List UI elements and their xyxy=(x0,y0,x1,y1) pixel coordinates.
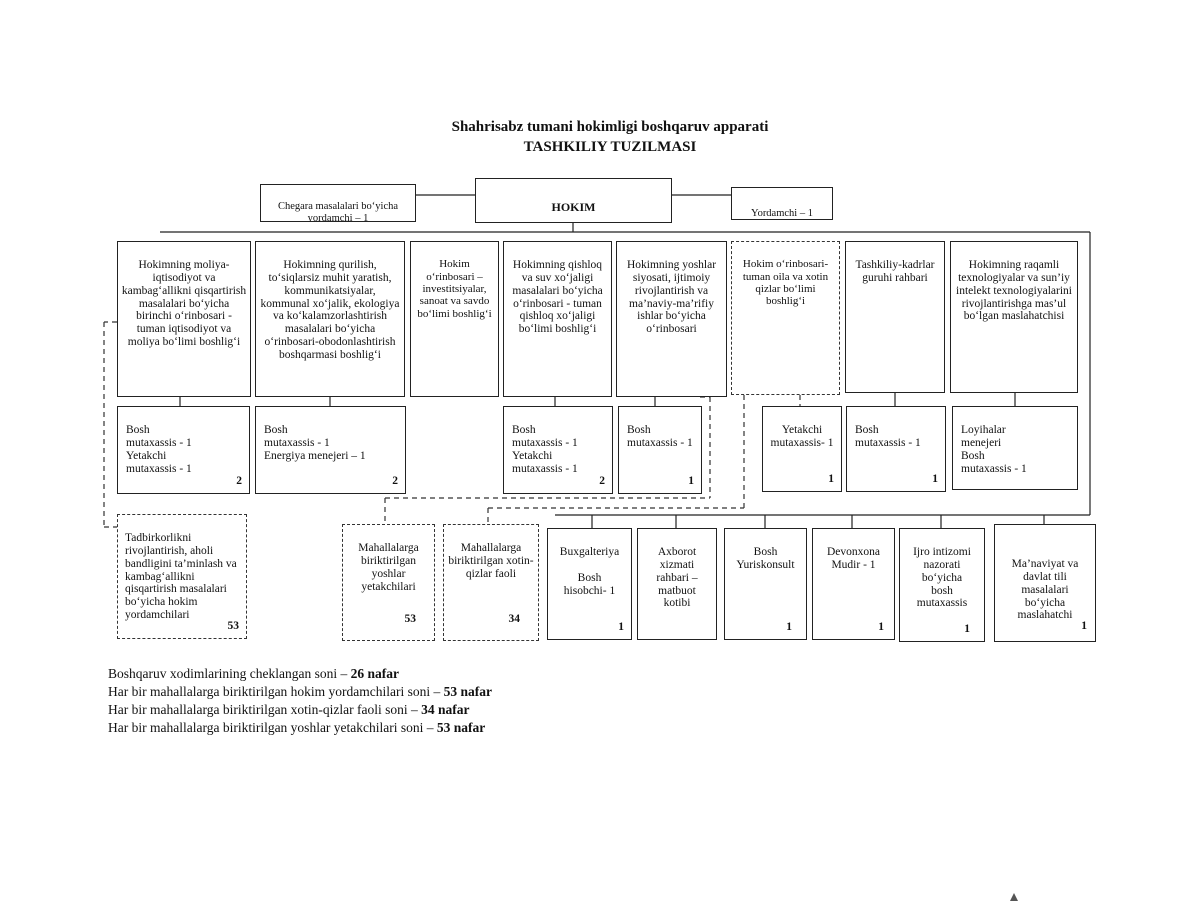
note-value: 53 nafar xyxy=(443,683,493,699)
construction-staff-box: Bosh mutaxassis - 1 Energiya menejeri – … xyxy=(255,406,406,494)
spirituality-adviser-label: Ma’naviyat va davlat tili masalalari bo‘… xyxy=(1011,557,1079,622)
note-text: Har bir mahallalarga biriktirilgan xotin… xyxy=(108,701,422,717)
registry-label: Devonxona Mudir - 1 xyxy=(826,545,880,571)
women-activists-count: 34 xyxy=(508,613,521,626)
youth-staff-label: Bosh mutaxassis - 1 xyxy=(627,423,693,449)
accounting-label: Buxgalteriya Bosh hisobchi- 1 xyxy=(559,545,620,597)
deputy-youth-label: Hokimning yoshlar siyosati, ijtimoiy riv… xyxy=(626,258,717,336)
mahalla-assistants-box: Tadbirkorlikni rivojlantirish, aholi ban… xyxy=(117,514,247,639)
deputy-finance-box: Hokimning moliya-iqtisodiyot va kambag‘a… xyxy=(117,241,251,397)
deputy-family-label: Hokim o‘rinbosari-tuman oila va xotin qi… xyxy=(742,258,829,308)
youth-staff-box: Bosh mutaxassis - 1 1 xyxy=(618,406,702,494)
deputy-youth-box: Hokimning yoshlar siyosati, ijtimoiy riv… xyxy=(616,241,727,397)
women-activists-box: Mahallalarga biriktirilgan xotin-qizlar … xyxy=(443,524,539,641)
personnel-head-label: Tashkiliy-kadrlar guruhi rahbari xyxy=(855,258,935,284)
digital-adviser-box: Hokimning raqamli texnologiyalar va sun’… xyxy=(950,241,1078,393)
note-text: Har bir mahallalarga biriktirilgan yoshl… xyxy=(108,719,437,735)
note-line: Boshqaruv xodimlarining cheklangan soni … xyxy=(108,665,492,683)
accounting-box: Buxgalteriya Bosh hisobchi- 1 1 xyxy=(547,528,632,640)
note-text: Har bir mahallalarga biriktirilgan hokim… xyxy=(108,683,444,699)
chegara-assistant-box: Chegara masalalari bo‘yicha yordamchi – … xyxy=(260,184,416,222)
deputy-construction-box: Hokimning qurilish, to‘siqlarsiz muhit y… xyxy=(255,241,405,397)
digital-adviser-label: Hokimning raqamli texnologiyalar va sun’… xyxy=(956,258,1072,323)
yordamchi-box: Yordamchi – 1 xyxy=(731,187,833,220)
women-activists-label: Mahallalarga biriktirilgan xotin-qizlar … xyxy=(448,541,534,580)
chegara-assistant-label: Chegara masalalari bo‘yicha yordamchi – … xyxy=(277,200,399,222)
note-line: Har bir mahallalarga biriktirilgan yoshl… xyxy=(108,719,492,737)
note-value: 34 nafar xyxy=(421,701,470,717)
note-line: Har bir mahallalarga biriktirilgan hokim… xyxy=(108,683,492,701)
youth-leaders-box: Mahallalarga biriktirilgan yoshlar yetak… xyxy=(342,524,435,641)
discipline-control-box: Ijro intizomi nazorati bo‘yicha bosh mut… xyxy=(899,528,985,642)
youth-leaders-count: 53 xyxy=(404,613,417,626)
agriculture-staff-label: Bosh mutaxassis - 1 Yetakchi mutaxassis … xyxy=(512,423,578,475)
personnel-staff-box: Bosh mutaxassis - 1 1 xyxy=(846,406,946,492)
spirituality-adviser-box: Ma’naviyat va davlat tili masalalari bo‘… xyxy=(994,524,1096,642)
legal-counsel-box: Bosh Yuriskonsult 1 xyxy=(724,528,807,640)
discipline-control-label: Ijro intizomi nazorati bo‘yicha bosh mut… xyxy=(913,545,971,610)
deputy-finance-label: Hokimning moliya-iqtisodiyot va kambag‘a… xyxy=(121,258,247,349)
summary-notes: Boshqaruv xodimlarining cheklangan soni … xyxy=(108,665,492,737)
youth-leaders-label: Mahallalarga biriktirilgan yoshlar yetak… xyxy=(358,541,419,593)
note-value: 53 nafar xyxy=(436,719,486,735)
family-staff-box: Yetakchi mutaxassis- 1 1 xyxy=(762,406,842,492)
deputy-investment-box: Hokim o‘rinbosari – investitsiyalar, san… xyxy=(410,241,499,397)
registry-box: Devonxona Mudir - 1 1 xyxy=(812,528,895,640)
deputy-agriculture-box: Hokimning qishloq va suv xo‘jaligi masal… xyxy=(503,241,612,397)
accounting-count: 1 xyxy=(618,621,624,634)
note-value: 26 nafar xyxy=(350,666,399,681)
spirituality-adviser-count: 1 xyxy=(1081,620,1087,633)
mouse-cursor-icon xyxy=(1010,893,1018,901)
chart-title-line1: Shahrisabz tumani hokimligi boshqaruv ap… xyxy=(451,119,769,135)
press-service-box: Axborot xizmati rahbari – matbuot kotibi xyxy=(637,528,717,640)
finance-staff-count: 2 xyxy=(236,475,242,488)
yordamchi-label: Yordamchi – 1 xyxy=(751,207,813,219)
youth-staff-count: 1 xyxy=(688,475,694,488)
discipline-control-count: 1 xyxy=(964,623,970,636)
finance-staff-label: Bosh mutaxassis - 1 Yetakchi mutaxassis … xyxy=(126,423,192,475)
agriculture-staff-count: 2 xyxy=(599,475,605,488)
deputy-investment-label: Hokim o‘rinbosari – investitsiyalar, san… xyxy=(417,258,492,320)
finance-staff-box: Bosh mutaxassis - 1 Yetakchi mutaxassis … xyxy=(117,406,250,494)
deputy-family-box: Hokim o‘rinbosari-tuman oila va xotin qi… xyxy=(731,241,840,395)
chart-title: Shahrisabz tumani hokimligi boshqaruv ap… xyxy=(300,118,920,157)
deputy-construction-label: Hokimning qurilish, to‘siqlarsiz muhit y… xyxy=(260,258,400,361)
note-text: Boshqaruv xodimlarining cheklangan soni … xyxy=(108,666,351,681)
legal-counsel-label: Bosh Yuriskonsult xyxy=(736,545,795,571)
chart-title-line2: TASHKILIY TUZILMASI xyxy=(523,138,697,155)
legal-counsel-count: 1 xyxy=(786,621,792,634)
family-staff-count: 1 xyxy=(828,473,834,486)
note-line: Har bir mahallalarga biriktirilgan xotin… xyxy=(108,701,492,719)
construction-staff-label: Bosh mutaxassis - 1 Energiya menejeri – … xyxy=(264,423,366,462)
personnel-head-box: Tashkiliy-kadrlar guruhi rahbari xyxy=(845,241,945,393)
construction-staff-count: 2 xyxy=(392,475,398,488)
digital-staff-box: Loyihalar menejeri Bosh mutaxassis - 1 xyxy=(952,406,1078,490)
mahalla-assistants-count: 53 xyxy=(227,620,240,633)
deputy-agriculture-label: Hokimning qishloq va suv xo‘jaligi masal… xyxy=(512,258,603,336)
mahalla-assistants-label: Tadbirkorlikni rivojlantirish, aholi ban… xyxy=(125,531,237,622)
digital-staff-label: Loyihalar menejeri Bosh mutaxassis - 1 xyxy=(961,423,1027,475)
family-staff-label: Yetakchi mutaxassis- 1 xyxy=(770,423,834,449)
press-service-label: Axborot xizmati rahbari – matbuot kotibi xyxy=(656,545,698,610)
personnel-staff-label: Bosh mutaxassis - 1 xyxy=(855,423,921,449)
registry-count: 1 xyxy=(878,621,884,634)
agriculture-staff-box: Bosh mutaxassis - 1 Yetakchi mutaxassis … xyxy=(503,406,613,494)
hokim-box: HOKIM xyxy=(475,178,672,223)
personnel-staff-count: 1 xyxy=(932,473,938,486)
hokim-label: HOKIM xyxy=(551,200,596,215)
